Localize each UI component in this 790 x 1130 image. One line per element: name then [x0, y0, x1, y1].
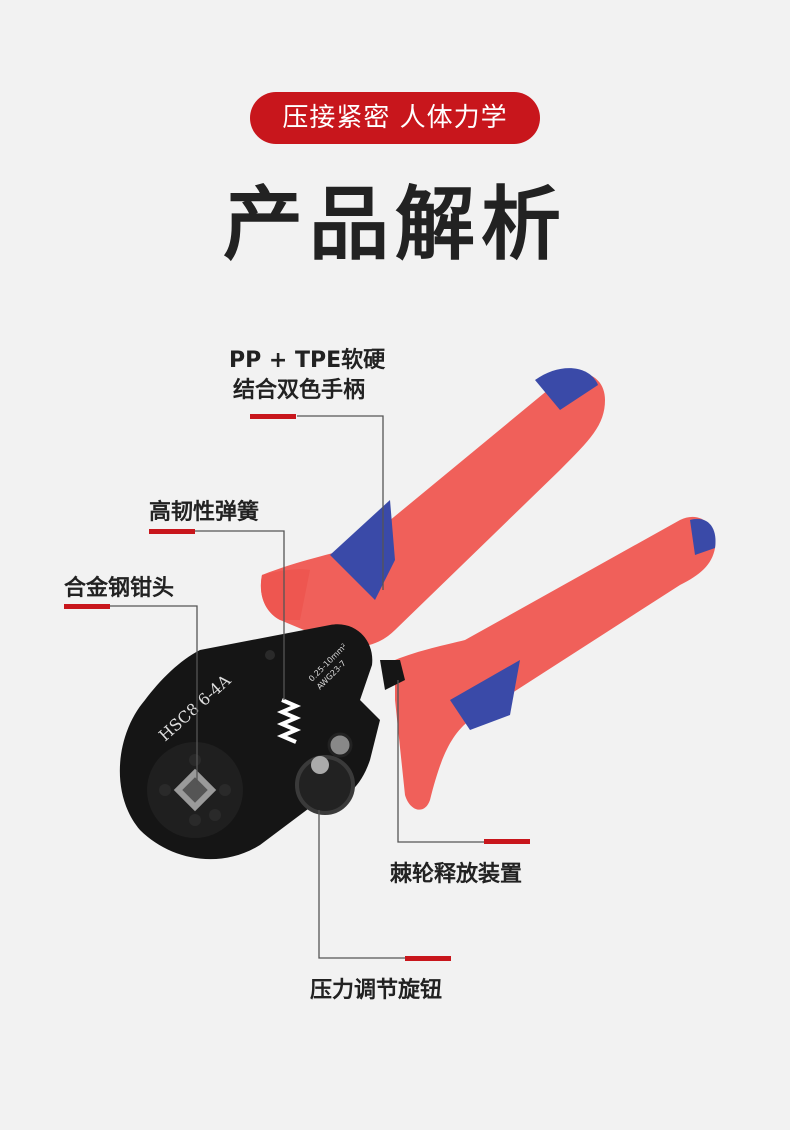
ratchet-label: 棘轮释放装置	[390, 862, 523, 887]
knob-label: 压力调节旋钮	[310, 978, 443, 1003]
ratchet-leader-line	[397, 680, 484, 843]
accent-bars	[64, 414, 530, 961]
page-title: 产品解析	[223, 178, 567, 271]
head-label: 合金钢钳头	[64, 576, 175, 601]
head-leader-line	[110, 605, 198, 785]
lower-handle	[395, 516, 716, 810]
upper-handle	[260, 368, 605, 647]
leader-lines	[110, 415, 484, 959]
spring-leader-line	[195, 530, 285, 700]
crimp-jaw-head	[119, 624, 405, 860]
handle-leader-line	[297, 415, 384, 590]
handle-label-line2: 结合双色手柄	[233, 378, 366, 403]
handle-label-line1: PP + TPE软硬	[229, 348, 386, 373]
knob-leader-line	[318, 810, 405, 959]
slogan-badge: 压接紧密 人体力学	[250, 92, 540, 144]
spring-label: 高韧性弹簧	[149, 500, 260, 525]
